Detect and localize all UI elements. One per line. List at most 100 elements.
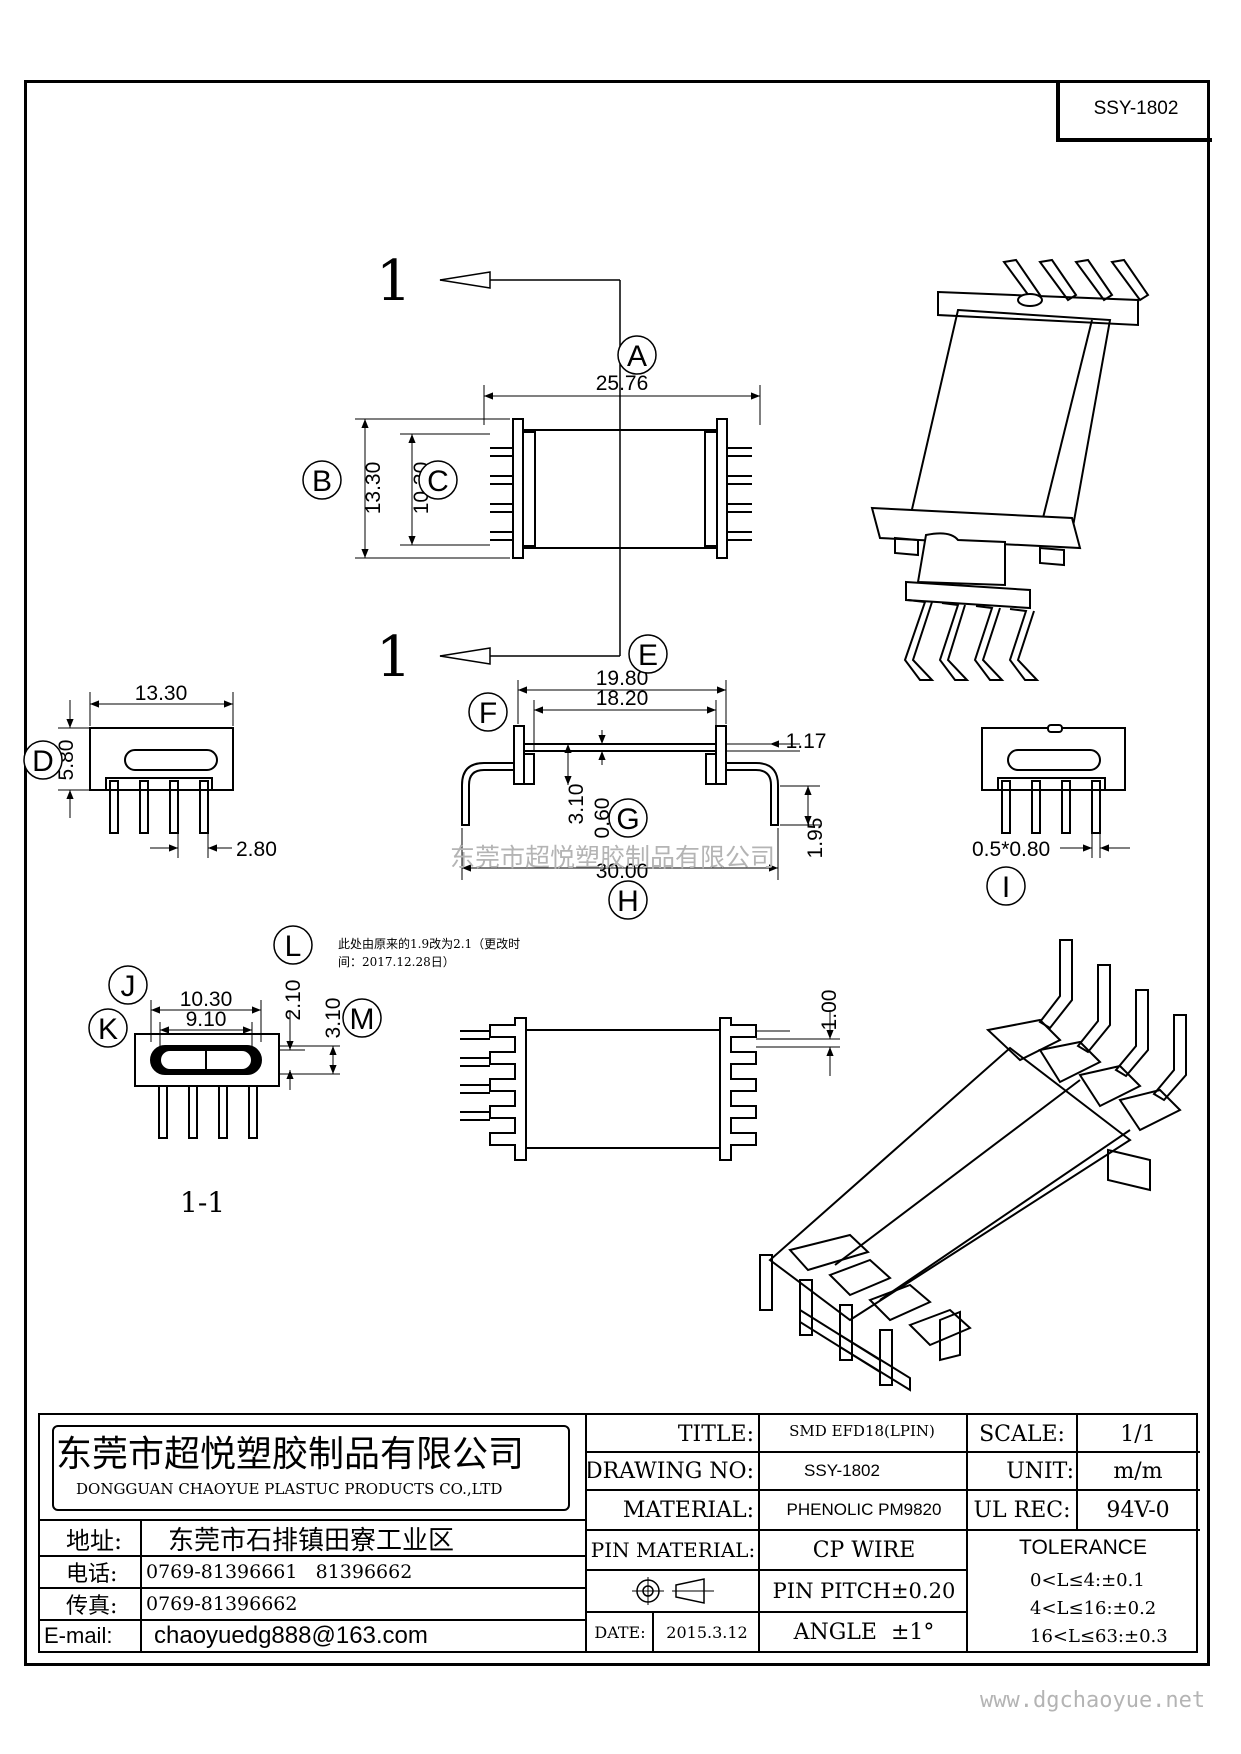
date-label: DATE:: [594, 1622, 646, 1642]
fax-value: 0769-81396662: [146, 1593, 298, 1615]
section-label-bottom: 1: [376, 625, 412, 690]
callout-j: J: [108, 965, 148, 1005]
bottom-view: [460, 1010, 840, 1161]
callout-k: K: [88, 1008, 128, 1048]
isometric-view-bottom: [759, 939, 1187, 1392]
dim-9-10: 9.10: [186, 1008, 227, 1031]
left-side-dims: 13.30 5.80 2.80: [55, 682, 277, 861]
revision-note-line-1: 此处由原来的1.9改为2.1（更改时: [338, 936, 520, 951]
svg-text:C: C: [427, 465, 449, 498]
callout-f: F: [468, 692, 508, 732]
drawing-no-label: DRAWING NO:: [588, 1458, 754, 1484]
drawing-code: SSY-1802: [1093, 98, 1179, 119]
date-value: 2015.3.12: [666, 1622, 748, 1642]
title-value: SMD EFD18(LPIN): [789, 1422, 935, 1440]
section-view-label: 1-1: [180, 1186, 225, 1219]
material-label: MATERIAL:: [622, 1497, 754, 1523]
isometric-view-top: [870, 258, 1150, 681]
dim-13-30-horizontal: 13.30: [135, 682, 188, 705]
address-value: 东莞市石排镇田寮工业区: [168, 1525, 455, 1556]
svg-text:J: J: [121, 970, 136, 1003]
section-view: [134, 1000, 340, 1139]
top-view: [355, 271, 761, 665]
svg-text:H: H: [617, 885, 639, 918]
left-side-view: [58, 692, 234, 858]
tolerance-row-3: 16<L≤63:±0.3: [1030, 1625, 1168, 1647]
ul-rec-label: UL REC:: [973, 1497, 1071, 1523]
svg-text:D: D: [32, 745, 54, 778]
section-label-top: 1: [376, 249, 412, 314]
section-view-dims: 10.30 9.10 2.10 3.10 1-1 此处由原来的1.9改为2.1（…: [180, 936, 520, 1219]
scale-label: SCALE:: [979, 1421, 1065, 1447]
right-side-view: [981, 724, 1130, 858]
svg-text:G: G: [616, 803, 639, 836]
unit-value: m/m: [1113, 1458, 1163, 1484]
callout-d: D: [23, 740, 63, 780]
front-view-dims: 19.80 18.20 1.17 3.10 0.60 1.95 30.00: [565, 667, 827, 883]
svg-text:L: L: [285, 930, 302, 963]
tel-value: 0769-81396661 81396662: [146, 1561, 413, 1583]
svg-text:E: E: [638, 639, 658, 672]
watermark: 东莞市超悦塑胶制品有限公司: [450, 844, 776, 872]
address-label: 地址:: [66, 1526, 123, 1555]
svg-text:K: K: [98, 1013, 118, 1046]
company-box: [52, 1425, 570, 1511]
svg-text:B: B: [312, 465, 332, 498]
dim-1-00: 1.00: [818, 990, 841, 1031]
title-block: 东莞市超悦塑胶制品有限公司 DONGGUAN CHAOYUE PLASTUC P…: [38, 1413, 1200, 1653]
material-value: PHENOLIC PM9820: [786, 1500, 942, 1519]
third-angle-projection-icon: [632, 1577, 714, 1605]
callout-g: G: [608, 798, 648, 838]
dim-19-80: 19.80: [596, 667, 649, 690]
dim-5-80: 5.80: [55, 740, 78, 781]
tolerance-label: TOLERANCE: [1019, 1536, 1147, 1559]
callout-m: M: [342, 998, 382, 1038]
dim-0-60: 0.60: [591, 798, 614, 839]
website-url: www.dgchaoyue.net: [980, 1688, 1206, 1713]
pin-pitch: PIN PITCH±0.20: [772, 1579, 956, 1603]
tolerance-row-1: 0<L≤4:±0.1: [1030, 1569, 1145, 1591]
tolerance-row-2: 4<L≤16:±0.2: [1030, 1597, 1157, 1619]
callouts: A B C D E F G H I J K L M: [23, 335, 1026, 1048]
svg-text:A: A: [627, 340, 647, 373]
pin-material-label: PIN MATERIAL:: [590, 1538, 756, 1562]
projection-symbol: [588, 1571, 758, 1611]
callout-h: H: [608, 880, 648, 920]
callout-i: I: [986, 866, 1026, 906]
unit-label: UNIT:: [1006, 1458, 1074, 1484]
title-label: TITLE:: [677, 1421, 754, 1447]
angle-tolerance: ANGLE ±1°: [793, 1619, 935, 1645]
email-value: chaoyuedg888@163.com: [154, 1622, 428, 1649]
callout-b: B: [302, 460, 342, 500]
dim-3-10-front: 3.10: [565, 784, 588, 825]
dim-13-30-vertical: 13.30: [362, 462, 385, 515]
dim-2-80: 2.80: [236, 838, 277, 861]
callout-a: A: [617, 335, 657, 375]
revision-note-line-2: 间：2017.12.28日）: [338, 955, 455, 969]
dim-18-20: 18.20: [596, 687, 649, 710]
dim-2-10: 2.10: [282, 980, 305, 1021]
drawing-frame: [24, 80, 1210, 1666]
callout-l: L: [273, 925, 313, 965]
drawing-code-box: SSY-1802: [1056, 80, 1212, 142]
pin-material-value: CP WIRE: [812, 1537, 916, 1563]
email-label: E-mail:: [44, 1623, 113, 1648]
drawing-no-value: SSY-1802: [804, 1461, 880, 1480]
dim-1-95: 1.95: [804, 818, 827, 859]
dim-1-17: 1.17: [786, 730, 827, 753]
svg-text:F: F: [479, 697, 497, 730]
top-view-dims: 25.76 13.30 10.30: [362, 372, 648, 514]
callout-e: E: [628, 634, 668, 674]
dim-25-76: 25.76: [596, 372, 649, 395]
dim-10-30-horizontal: 10.30: [180, 988, 233, 1011]
svg-text:I: I: [1002, 871, 1010, 904]
fax-label: 传真:: [66, 1594, 118, 1619]
dim-30-00: 30.00: [596, 860, 649, 883]
svg-text:M: M: [350, 1003, 375, 1036]
scale-value: 1/1: [1120, 1421, 1156, 1447]
callout-c: C: [418, 460, 458, 500]
section-markers: 1 1: [376, 249, 412, 690]
front-view: [461, 680, 820, 880]
dim-pin-size: 0.5*0.80: [972, 838, 1050, 861]
